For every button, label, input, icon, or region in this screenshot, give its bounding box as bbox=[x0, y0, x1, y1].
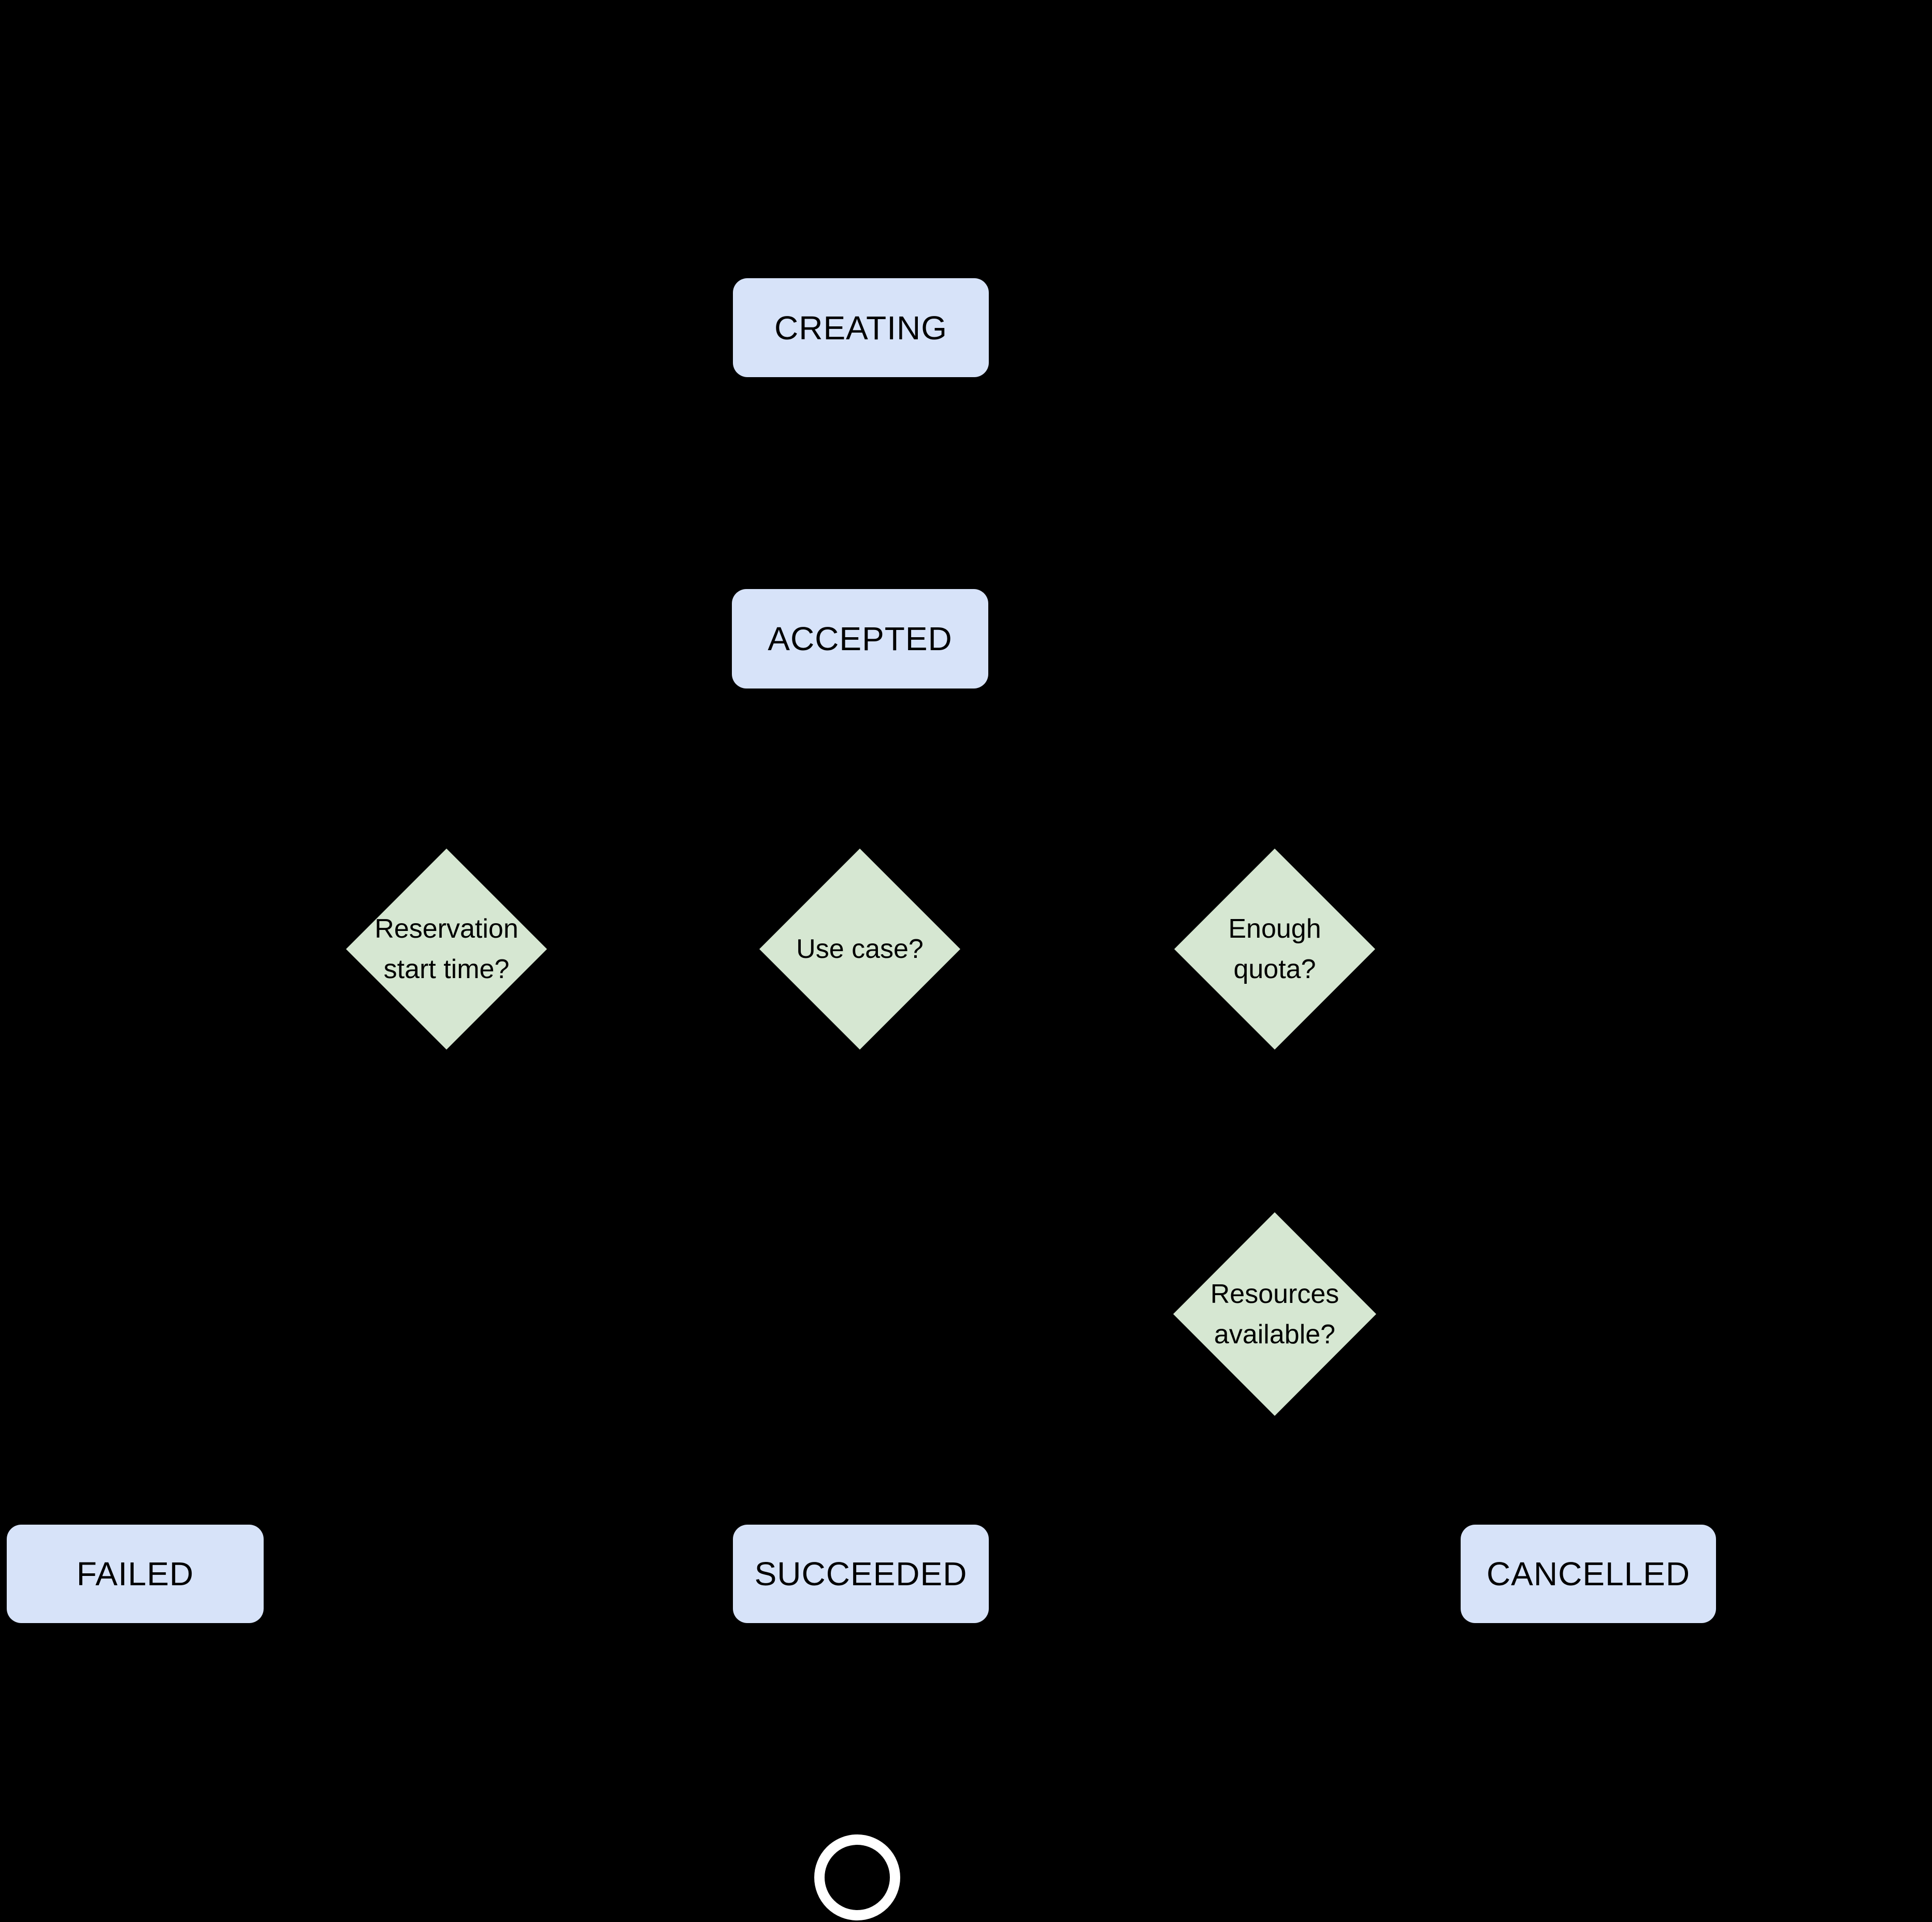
decision-node-reservation-start-time: Reservation start time? bbox=[346, 849, 547, 1050]
decision-label-resources-available: Resources available? bbox=[1173, 1212, 1376, 1416]
decision-label-line1: Reservation bbox=[374, 914, 518, 944]
decision-label-use-case: Use case? bbox=[759, 849, 960, 1050]
state-node-creating: CREATING bbox=[733, 278, 989, 377]
diamond-shape-icon bbox=[759, 849, 960, 1050]
decision-node-resources-available: Resources available? bbox=[1173, 1212, 1376, 1416]
state-label-cancelled: CANCELLED bbox=[1486, 1555, 1691, 1593]
decision-label-line2: available? bbox=[1214, 1319, 1336, 1350]
decision-label-enough-quota: Enough quota? bbox=[1174, 849, 1375, 1050]
decision-label-line1: Enough bbox=[1228, 914, 1321, 944]
state-label-accepted: ACCEPTED bbox=[768, 620, 953, 657]
state-label-succeeded: SUCCEEDED bbox=[754, 1555, 968, 1593]
state-label-creating: CREATING bbox=[774, 309, 947, 347]
decision-label-line2: start time? bbox=[383, 954, 510, 984]
terminal-state-circle-icon bbox=[814, 1834, 900, 1920]
diamond-shape-icon bbox=[346, 849, 547, 1050]
decision-node-enough-quota: Enough quota? bbox=[1174, 849, 1375, 1050]
decision-label-line2: quota? bbox=[1233, 954, 1316, 984]
decision-label-line1: Use case? bbox=[796, 934, 924, 964]
state-node-accepted: ACCEPTED bbox=[732, 589, 988, 689]
diamond-shape-icon bbox=[1173, 1212, 1376, 1416]
state-node-failed: FAILED bbox=[7, 1525, 264, 1623]
state-label-failed: FAILED bbox=[76, 1555, 194, 1593]
state-node-succeeded: SUCCEEDED bbox=[733, 1525, 989, 1623]
decision-label-line1: Resources bbox=[1210, 1279, 1339, 1309]
state-node-cancelled: CANCELLED bbox=[1461, 1525, 1716, 1623]
diamond-shape-icon bbox=[1174, 849, 1375, 1050]
decision-label-reservation-start-time: Reservation start time? bbox=[346, 849, 547, 1050]
decision-node-use-case: Use case? bbox=[759, 849, 960, 1050]
